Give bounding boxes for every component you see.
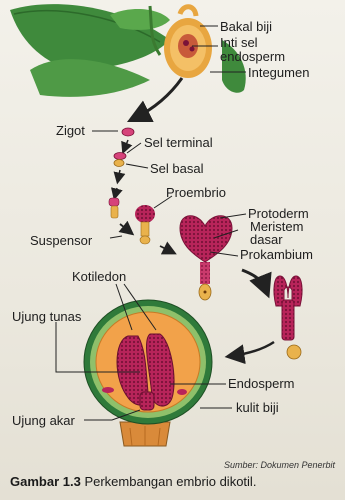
zygote [122,128,134,136]
label-sel-basal: Sel basal [150,162,203,175]
label-integumen: Integumen [248,66,309,79]
source-credit: Sumber: Dokumen Penerbit [224,460,335,470]
label-kotiledon: Kotiledon [72,270,126,283]
two-cell-stage [114,143,148,168]
label-bakal-biji: Bakal biji [220,20,272,33]
label-inti-sel: Inti sel [220,36,258,49]
label-proembrio: Proembrio [166,186,226,199]
ovule-to-zygote-arrow [135,78,182,118]
label-sel-terminal: Sel terminal [144,136,213,149]
heart-stage-embryo [180,214,246,300]
label-ujung-tunas: Ujung tunas [12,310,81,323]
label-endosperm: Endosperm [228,377,294,390]
ovule-illustration [10,4,246,97]
label-ujung-akar: Ujung akar [12,414,75,427]
label-endosperm-top: endosperm [220,50,285,63]
figure-number: Gambar 1.3 [10,474,81,489]
label-dasar: dasar [250,233,283,246]
label-prokambium: Prokambium [240,248,313,261]
figure-caption: Gambar 1.3 Perkembangan embrio dikotil. [10,474,256,489]
early-embryo-stage [109,198,119,218]
proembryo [110,196,172,244]
figure-caption-text: Perkembangan embrio dikotil. [84,474,256,489]
label-kulit-biji: kulit biji [236,401,279,414]
label-suspensor: Suspensor [30,234,92,247]
torpedo-stage-embryo [274,276,302,359]
mature-seed [84,300,212,446]
label-zigot: Zigot [56,124,85,137]
